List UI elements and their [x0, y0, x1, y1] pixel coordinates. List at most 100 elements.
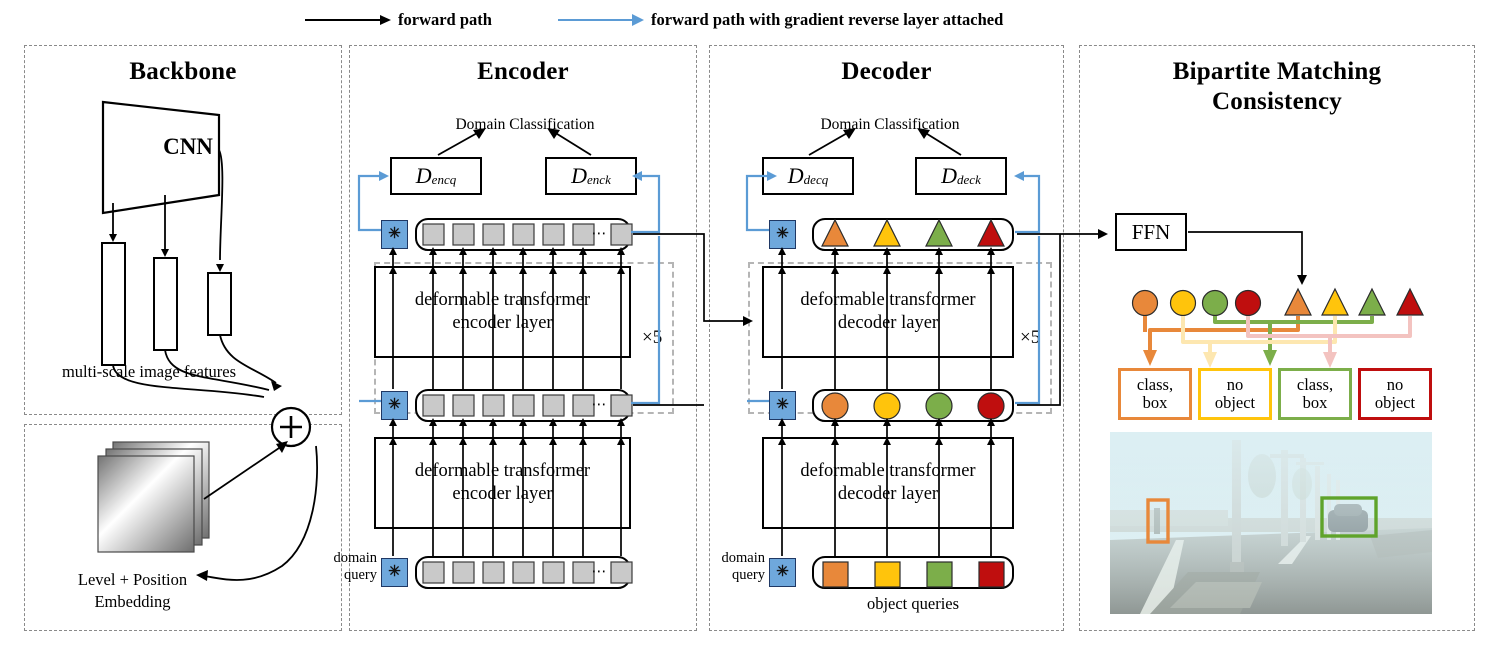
encoder-grl-routing [357, 171, 661, 405]
pred-circle-4 [1234, 289, 1262, 317]
asterisk-icon: ✳ [388, 226, 401, 242]
decoder-disc-q-text: D [787, 163, 804, 188]
encoder-repeat-count: ×5 [642, 327, 663, 348]
asterisk-icon: ✳ [776, 564, 789, 580]
object-queries-caption: object queries [866, 594, 960, 613]
decoder-triangle-4 [977, 218, 1005, 247]
decoder-shapes-and-arrows [778, 218, 1005, 588]
gt-triangle-2 [1321, 287, 1349, 316]
legend-item-forward-path: forward path [305, 10, 492, 30]
feature-map-3 [207, 272, 232, 336]
inter-panel-links [633, 229, 1108, 406]
decoder-disc-k-text: D [941, 163, 958, 188]
asterisk-icon: ✳ [388, 397, 401, 413]
cnn-trapezoid [101, 100, 221, 215]
decoder-domain-query-token-bottom[interactable]: ✳ [769, 558, 796, 587]
decoder-triangle-2 [873, 218, 901, 247]
encoder-domain-query-token-mid[interactable]: ✳ [381, 391, 408, 420]
decoder-grl-routing [745, 171, 1041, 405]
decoder-layer-bottom-line1: deformable transformer [800, 461, 976, 482]
embedding-caption-line1: Level + Position [77, 570, 188, 589]
sum-node [270, 406, 312, 448]
scene-image [1110, 432, 1432, 614]
decoder-domain-query-token-mid[interactable]: ✳ [769, 391, 796, 420]
encoder-layer-bottom-line2: encoder layer [452, 484, 553, 504]
legend-label-grl-path: forward path with gradient reverse layer… [651, 10, 1004, 29]
encoder-layer-top-line1: deformable transformer [414, 290, 591, 311]
panel-embedding [24, 424, 342, 631]
object-query-1 [822, 561, 849, 588]
decoder-disc-k-sub: deck [957, 172, 981, 187]
arrow-right-icon [305, 14, 391, 25]
encoder-tokens-and-arrows: ⋯ ⋯ ⋯ [389, 223, 633, 584]
object-query-3 [926, 561, 953, 588]
bipartite-matching-graph [1131, 287, 1424, 368]
decoder-layer-bottom-line2: decoder layer [837, 484, 939, 504]
asterisk-icon: ✳ [776, 397, 789, 413]
feature-map-1 [101, 242, 126, 366]
encoder-domain-classification-label: Domain Classification [455, 116, 595, 133]
object-query-4 [978, 561, 1005, 588]
pred-circle-2 [1169, 289, 1197, 317]
backbone-graphics [101, 100, 282, 398]
encoder-disc-q-text: D [415, 163, 432, 188]
panel-encoder [349, 45, 697, 631]
detection-box-car [1320, 496, 1378, 538]
embedding-graphics [97, 441, 318, 581]
legend: forward path forward path with gradient … [0, 2, 1485, 38]
decoder-triangle-1 [821, 218, 849, 247]
gt-triangle-4 [1396, 287, 1424, 316]
svg-text:⋯: ⋯ [592, 395, 607, 413]
encoder-disc-k-text: D [571, 163, 588, 188]
embedding-caption-line2: Embedding [94, 592, 171, 611]
svg-text:⋯: ⋯ [592, 562, 607, 580]
panel-title-bipartite-line2: Consistency [1212, 88, 1342, 115]
gt-triangle-3 [1358, 287, 1386, 316]
panel-title-bipartite-line1: Bipartite Matching [1172, 58, 1382, 85]
asterisk-icon: ✳ [776, 226, 789, 242]
ffn-output-arrow [1188, 231, 1307, 285]
ffn-label: FFN [1131, 219, 1171, 244]
decoder-triangle-3 [925, 218, 953, 247]
encoder-domain-query-token-top[interactable]: ✳ [381, 220, 408, 249]
legend-label-forward-path: forward path [398, 10, 492, 29]
backbone-features-caption: multi-scale image features [61, 362, 237, 381]
decoder-dc-arrows [808, 128, 962, 156]
panel-title-encoder: Encoder [477, 58, 569, 85]
output-box-1: class,box [1118, 368, 1192, 420]
pred-circle-3 [1201, 289, 1229, 317]
svg-text:⋯: ⋯ [592, 224, 607, 242]
encoder-layer-bottom-line1: deformable transformer [414, 461, 591, 482]
pred-circle-1 [1131, 289, 1159, 317]
panel-backbone [24, 45, 342, 415]
asterisk-icon: ✳ [388, 564, 401, 580]
output-box-3: class,box [1278, 368, 1352, 420]
ffn-box[interactable]: FFN [1115, 213, 1187, 251]
decoder-repeat-count: ×5 [1020, 327, 1041, 348]
cnn-label: CNN [163, 134, 213, 159]
decoder-layer-top-line1: deformable transformer [800, 290, 976, 311]
decoder-layer-top-line2: decoder layer [837, 313, 939, 333]
encoder-domain-query-token-bottom[interactable]: ✳ [381, 558, 408, 587]
encoder-disc-q-sub: encq [431, 172, 457, 187]
feature-map-2 [153, 257, 178, 351]
detection-box-pedestrian [1146, 498, 1170, 544]
panel-bipartite [1079, 45, 1475, 631]
legend-item-grl-path: forward path with gradient reverse layer… [558, 10, 1003, 30]
embedding-plane-1 [97, 455, 195, 553]
panel-decoder [709, 45, 1064, 631]
arrow-right-icon [558, 14, 644, 26]
object-query-2 [874, 561, 901, 588]
panel-title-decoder: Decoder [841, 58, 932, 85]
